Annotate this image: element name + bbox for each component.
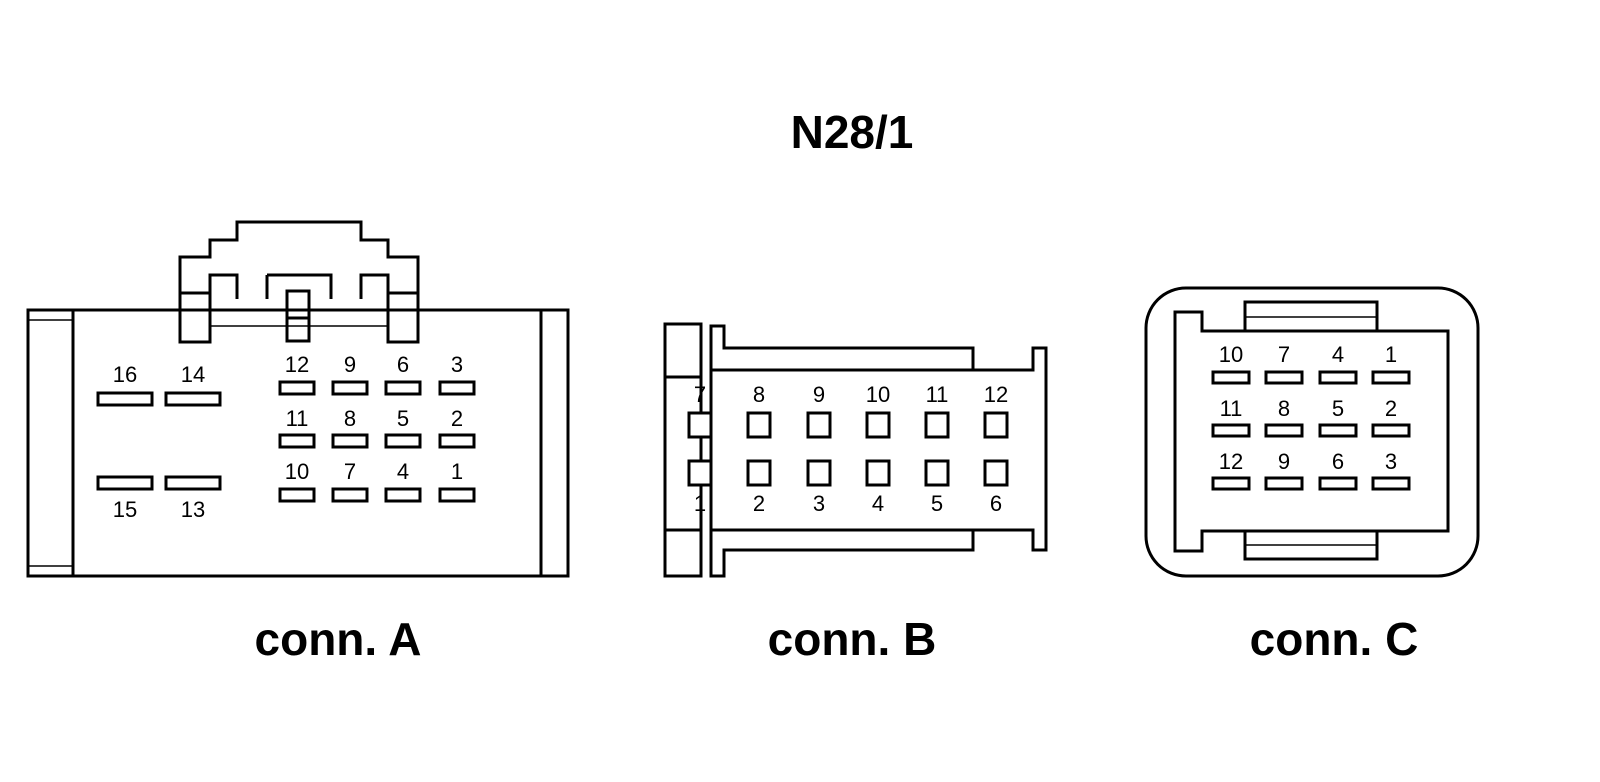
connector-b-pin bbox=[983, 459, 1009, 487]
connector-c-pin bbox=[1211, 370, 1251, 385]
connector-b-pin-label: 11 bbox=[926, 382, 949, 407]
connector-a-label: conn. A bbox=[255, 613, 422, 665]
connector-c-pin bbox=[1264, 370, 1304, 385]
connector-b: 7 1 8 2 9 3 10 4 11 5 12 6 conn. B bbox=[663, 322, 1048, 665]
connector-a-pin bbox=[164, 391, 222, 407]
connector-c-pin-label: 5 bbox=[1332, 396, 1344, 421]
connector-a-pin-label: 3 bbox=[451, 352, 463, 377]
connector-c-pin bbox=[1211, 423, 1251, 438]
connector-b-label: conn. B bbox=[768, 613, 937, 665]
connector-c-pin-label: 7 bbox=[1278, 342, 1290, 367]
connector-a-pin-label: 11 bbox=[286, 406, 309, 431]
connector-c-pin bbox=[1264, 423, 1304, 438]
connector-c-pin bbox=[1371, 476, 1411, 491]
connector-a-pin bbox=[384, 487, 422, 503]
connector-a-pin-label: 9 bbox=[344, 352, 356, 377]
connector-a-pin bbox=[331, 487, 369, 503]
connector-a-pin bbox=[331, 380, 369, 396]
connector-b-pin bbox=[865, 411, 891, 439]
connector-b-pin bbox=[865, 459, 891, 487]
connector-a: 12 9 6 3 11 8 5 2 10 7 4 1 16 14 15 13 conn. A bbox=[26, 220, 570, 665]
connector-c-pin bbox=[1371, 370, 1411, 385]
connector-b-pin bbox=[983, 411, 1009, 439]
connector-b-housing bbox=[663, 322, 1048, 578]
connector-b-pin-label: 9 bbox=[813, 382, 825, 407]
connector-c-pin-label: 3 bbox=[1385, 449, 1397, 474]
connector-b-pin-label: 2 bbox=[753, 491, 765, 516]
connector-c-housing bbox=[1144, 286, 1480, 578]
connector-c-pin-label: 10 bbox=[1219, 342, 1243, 367]
connector-b-pin-label: 4 bbox=[872, 491, 884, 516]
connector-a-pin-label: 14 bbox=[181, 362, 205, 387]
connector-a-pin-label: 7 bbox=[344, 459, 356, 484]
connector-a-pin-label: 13 bbox=[181, 497, 205, 522]
connector-c-pin-label: 9 bbox=[1278, 449, 1290, 474]
connector-c-pin-label: 6 bbox=[1332, 449, 1344, 474]
connector-a-pin bbox=[384, 380, 422, 396]
connector-a-pin-label: 10 bbox=[285, 459, 309, 484]
connector-a-pin-label: 5 bbox=[397, 406, 409, 431]
connector-a-pin bbox=[278, 380, 316, 396]
connector-a-pin-label: 15 bbox=[113, 497, 137, 522]
connector-b-pin-label: 10 bbox=[866, 382, 890, 407]
connector-a-pin bbox=[438, 433, 476, 449]
connector-a-pin bbox=[164, 475, 222, 491]
connector-a-pin bbox=[96, 475, 154, 491]
connector-a-pin-label: 12 bbox=[285, 352, 309, 377]
connector-c-pin-label: 8 bbox=[1278, 396, 1290, 421]
connector-b-pin bbox=[924, 411, 950, 439]
diagram-title: N28/1 bbox=[791, 106, 914, 158]
connector-b-pin bbox=[924, 459, 950, 487]
connector-b-pins: 7 1 8 2 9 3 10 4 11 5 12 6 bbox=[687, 382, 1009, 516]
connector-c-pin bbox=[1264, 476, 1304, 491]
connector-a-pin bbox=[438, 487, 476, 503]
connector-a-pin bbox=[384, 433, 422, 449]
connector-a-pin-label: 6 bbox=[397, 352, 409, 377]
connector-a-pin bbox=[278, 487, 316, 503]
connector-c-pin bbox=[1318, 423, 1358, 438]
connector-a-housing bbox=[26, 220, 570, 578]
connector-b-pin-label: 6 bbox=[990, 491, 1002, 516]
connector-a-pin bbox=[331, 433, 369, 449]
connector-b-pin-label: 3 bbox=[813, 491, 825, 516]
connector-b-pin-label: 12 bbox=[984, 382, 1008, 407]
connector-b-pin bbox=[806, 411, 832, 439]
connector-a-pin-label: 2 bbox=[451, 406, 463, 431]
connector-b-pin-label: 5 bbox=[931, 491, 943, 516]
connector-a-pin-label: 8 bbox=[344, 406, 356, 431]
connector-b-pin bbox=[746, 459, 772, 487]
connector-a-pin bbox=[96, 391, 154, 407]
connector-c-pin-label: 1 bbox=[1385, 342, 1397, 367]
connector-b-pin bbox=[687, 459, 713, 487]
connector-c-pin bbox=[1318, 370, 1358, 385]
connector-a-pins: 12 9 6 3 11 8 5 2 10 7 4 1 16 14 15 13 bbox=[96, 352, 476, 522]
connector-b-pin bbox=[806, 459, 832, 487]
connector-b-pin-label: 1 bbox=[694, 491, 706, 516]
connector-b-pin bbox=[746, 411, 772, 439]
connector-c-pin bbox=[1318, 476, 1358, 491]
connector-c-pin-label: 4 bbox=[1332, 342, 1344, 367]
connector-a-pin bbox=[278, 433, 316, 449]
connector-a-pin-label: 1 bbox=[451, 459, 463, 484]
connector-b-pin bbox=[687, 411, 713, 439]
connector-c-pin-label: 11 bbox=[1220, 396, 1243, 421]
connector-c-pin-label: 2 bbox=[1385, 396, 1397, 421]
connector-c-pin bbox=[1211, 476, 1251, 491]
connector-b-pin-label: 7 bbox=[694, 382, 706, 407]
connector-b-pin-label: 8 bbox=[753, 382, 765, 407]
connector-a-pin bbox=[438, 380, 476, 396]
connector-c-pin-label: 12 bbox=[1219, 449, 1243, 474]
connector-c-pin bbox=[1371, 423, 1411, 438]
connector-a-pin-label: 16 bbox=[113, 362, 137, 387]
connector-c-label: conn. C bbox=[1250, 613, 1419, 665]
connector-a-pin-label: 4 bbox=[397, 459, 409, 484]
